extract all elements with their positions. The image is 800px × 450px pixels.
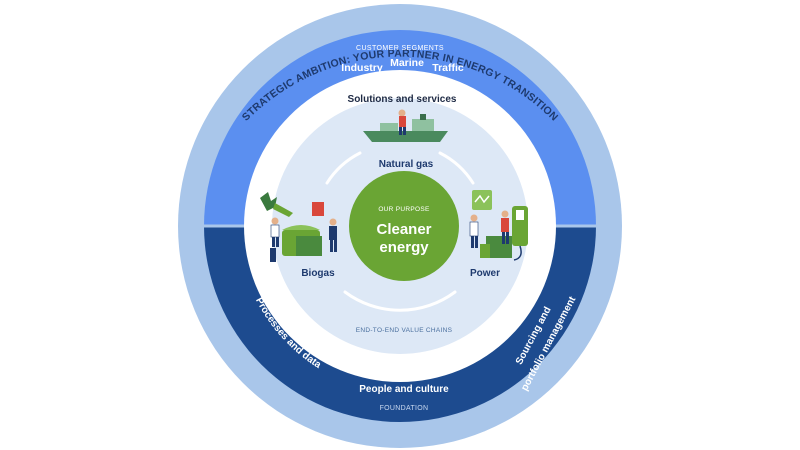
cycle-arc-top-left [325, 151, 362, 185]
segment-marine: Marine [390, 57, 424, 69]
customer-segments-label: CUSTOMER SEGMENTS [356, 45, 444, 52]
segment-traffic: Traffic [432, 62, 464, 74]
foundation-label: FOUNDATION [380, 405, 429, 412]
value-chains-label: END-TO-END VALUE CHAINS [356, 327, 453, 334]
biogas-illustration [260, 192, 337, 262]
natural-gas-illustration [363, 109, 448, 142]
purpose-circle [349, 171, 459, 281]
power-label: Power [470, 268, 500, 279]
purpose-energy: energy [379, 239, 429, 256]
cycle-arc-top-right [438, 151, 475, 185]
people-and-culture-label: People and culture [359, 384, 449, 395]
segment-industry: Industry [341, 62, 383, 74]
cycle-arc-bottom [343, 290, 457, 312]
purpose-label: OUR PURPOSE [378, 206, 430, 213]
biogas-label: Biogas [301, 268, 335, 279]
natural-gas-label: Natural gas [379, 159, 434, 170]
solutions-label: Solutions and services [348, 94, 457, 105]
power-illustration [469, 190, 528, 261]
purpose-cleaner: Cleaner [376, 221, 431, 238]
